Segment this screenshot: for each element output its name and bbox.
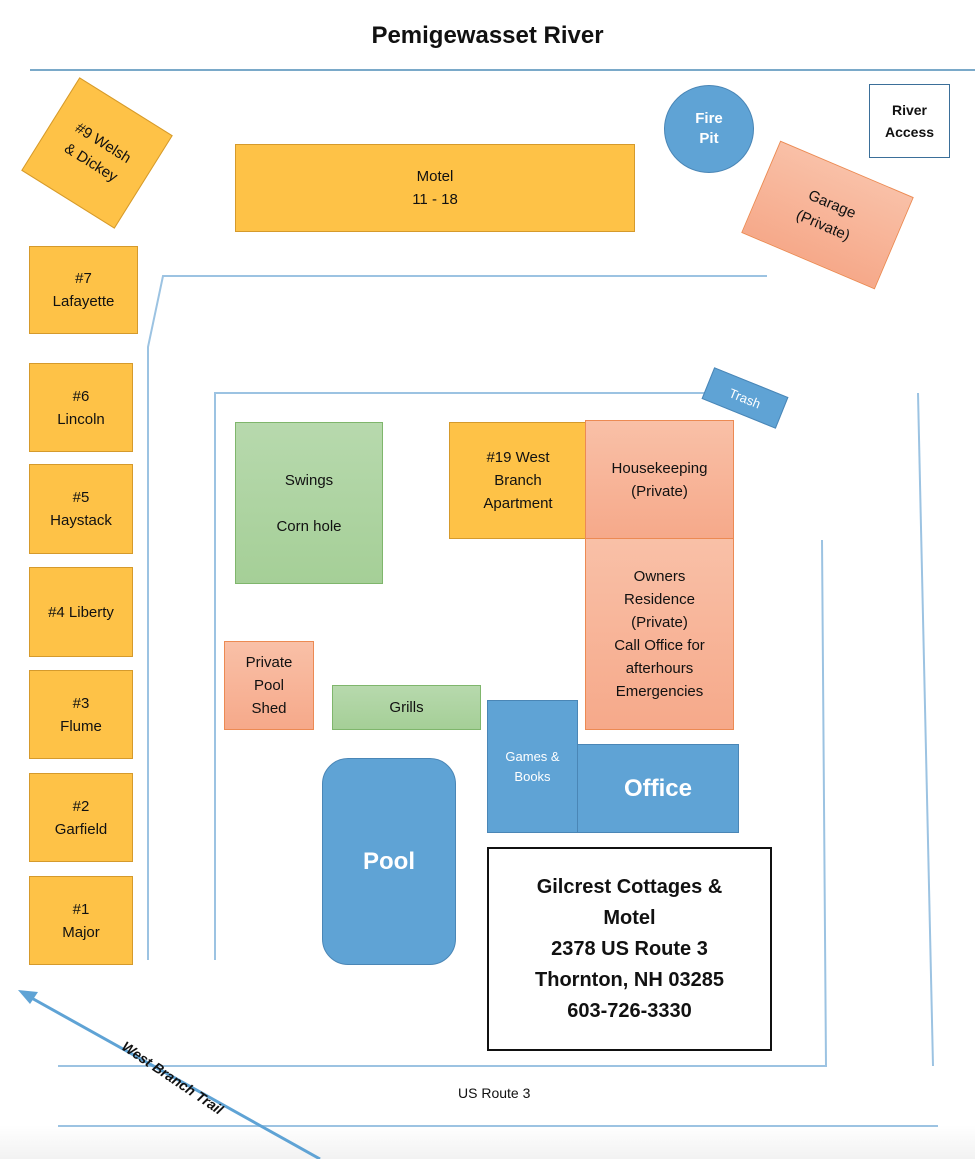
cottage-5[interactable]: #5 Haystack bbox=[29, 464, 133, 554]
inner-right bbox=[58, 539, 828, 1067]
apartment-19[interactable]: #19 West Branch Apartment bbox=[449, 422, 587, 539]
cottage-6[interactable]: #6 Lincoln bbox=[29, 363, 133, 452]
west-branch-trail-arrow bbox=[27, 994, 321, 1159]
games-and-books[interactable]: Games & Books bbox=[487, 700, 578, 833]
cottage-4[interactable]: #4 Liberty bbox=[29, 567, 133, 657]
inner-loop bbox=[214, 392, 712, 960]
grills[interactable]: Grills bbox=[332, 685, 481, 730]
city-state-zip: Thornton, NH 03285 bbox=[535, 968, 724, 991]
cottage-2[interactable]: #2 Garfield bbox=[29, 773, 133, 862]
owners-residence[interactable]: Owners Residence (Private) Call Office f… bbox=[585, 538, 734, 730]
page-bottom-shade bbox=[0, 1125, 975, 1159]
river-access[interactable]: River Access bbox=[869, 84, 950, 158]
fire-pit[interactable]: Fire Pit bbox=[664, 85, 754, 173]
business-name: Gilcrest Cottages & Motel bbox=[536, 875, 723, 929]
cottage-1[interactable]: #1 Major bbox=[29, 876, 133, 965]
games-and-books-label: Games & Books bbox=[505, 749, 560, 784]
housekeeping[interactable]: Housekeeping (Private) bbox=[585, 420, 734, 539]
river-label: Pemigewasset River bbox=[371, 22, 604, 49]
us-route-3-label: US Route 3 bbox=[458, 1085, 531, 1101]
office[interactable]: Office bbox=[577, 744, 739, 833]
cottage-7[interactable]: #7 Lafayette bbox=[29, 246, 138, 334]
pool[interactable]: Pool bbox=[322, 758, 456, 965]
cottage-3[interactable]: #3 Flume bbox=[29, 670, 133, 759]
driveway-left bbox=[147, 275, 767, 960]
address-box: Gilcrest Cottages & Motel 2378 US Route … bbox=[487, 847, 772, 1051]
phone-number[interactable]: 603-726-3330 bbox=[567, 999, 692, 1022]
arrowhead-icon bbox=[18, 990, 38, 1004]
motel[interactable]: Motel 11 - 18 bbox=[235, 144, 635, 232]
outer-right bbox=[917, 392, 934, 1067]
swings-corn-hole[interactable]: Swings Corn hole bbox=[235, 422, 383, 584]
street-address: 2378 US Route 3 bbox=[551, 937, 708, 960]
private-pool-shed[interactable]: Private Pool Shed bbox=[224, 641, 314, 730]
